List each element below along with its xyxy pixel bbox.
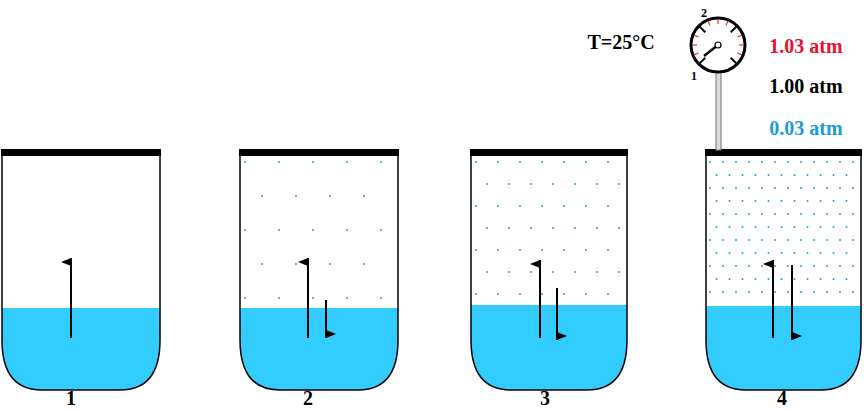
container-walls [2,155,861,390]
stage-number: 4 [777,388,787,408]
pressure-gauge [691,18,745,150]
container-lids [1,149,862,156]
total-pressure-label: 1.03 atm [769,36,842,56]
air-pressure-label: 1.00 atm [769,76,842,96]
evaporation-condensation-arrows [71,258,792,340]
gauge-scale-number: 1 [691,70,697,82]
vapor-pressure-label: 0.03 atm [769,118,842,138]
stage-number: 2 [303,388,313,408]
stage-number: 1 [66,388,76,408]
vapor-molecules [244,161,854,299]
water [2,305,861,390]
temperature-label: T=25°C [587,32,654,52]
gauge-scale-number: 2 [701,7,707,19]
stage-number: 3 [540,388,550,408]
